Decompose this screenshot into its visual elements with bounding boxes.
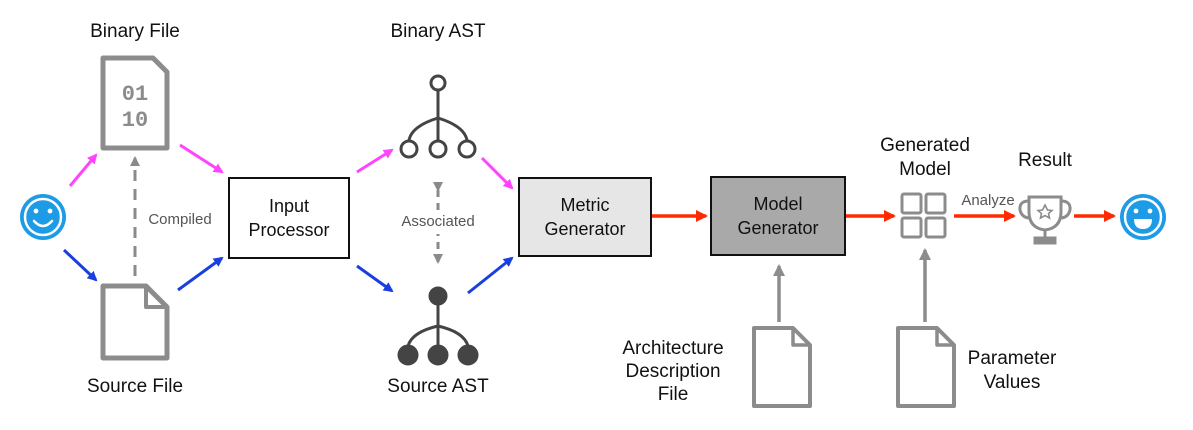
processor-to-source-ast-arrow <box>356 264 394 293</box>
source-ast-label: Source AST <box>387 376 489 397</box>
binary-to-processor-arrow <box>179 143 224 174</box>
architecture-description-file-label: Architecture Description File <box>622 338 724 405</box>
tree-hollow-nodes-icon <box>399 74 477 159</box>
binary-ast-label: Binary AST <box>390 21 486 42</box>
model-generator-node: Model Generator <box>710 176 846 256</box>
result-label: Result <box>1018 150 1072 171</box>
parameter-values-label: Parameter Values <box>967 348 1057 393</box>
grid-icon <box>900 192 947 239</box>
document-icon <box>752 326 812 408</box>
analyze-label: Analyze <box>961 192 1015 209</box>
compiled-label: Compiled <box>148 211 212 228</box>
svg-text:01: 01 <box>122 82 148 107</box>
binary-file-label: Binary File <box>90 21 180 42</box>
svg-text:10: 10 <box>122 108 148 133</box>
input-processor-node: Input Processor <box>228 177 350 259</box>
binary-file-icon: 01 10 <box>100 55 170 151</box>
tree-filled-nodes-icon <box>397 286 479 366</box>
processor-to-binary-ast-arrow <box>356 148 394 174</box>
source-ast-to-metric-arrow <box>467 256 514 295</box>
document-icon <box>896 326 956 408</box>
associated-label: Associated <box>388 210 488 234</box>
generated-model-label: Generated Model <box>880 135 970 180</box>
grinning-face-icon <box>1120 194 1166 240</box>
document-icon <box>100 283 170 361</box>
smiley-face-icon <box>20 194 66 240</box>
source-to-processor-arrow <box>177 256 224 292</box>
face-to-binary-arrow <box>68 153 98 187</box>
face-to-source-arrow <box>62 248 98 282</box>
trophy-icon <box>1018 195 1072 245</box>
metric-generator-node: Metric Generator <box>518 177 652 257</box>
source-file-label: Source File <box>86 376 184 397</box>
binary-ast-to-metric-arrow <box>480 156 514 190</box>
